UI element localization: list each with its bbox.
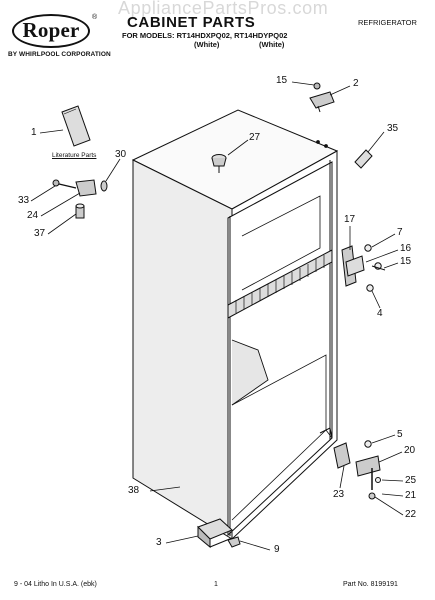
callout-17: 17 — [344, 214, 356, 225]
literature-parts-label: Literature Parts — [52, 152, 97, 159]
hinge-cover-part-35 — [354, 149, 373, 169]
callout-21: 21 — [405, 490, 417, 501]
callout-4: 4 — [377, 308, 383, 319]
callout-9: 9 — [274, 544, 280, 555]
callout-25: 25 — [405, 475, 417, 486]
callout-15-top: 15 — [276, 75, 288, 86]
category-label: REFRIGERATOR — [358, 18, 417, 27]
callout-2: 2 — [353, 78, 359, 89]
footer-part-number: Part No. 8199191 — [343, 581, 398, 588]
bottom-hinge-assembly — [333, 440, 381, 500]
cabinet-left-side — [132, 159, 233, 540]
roper-logo: Roper ® — [6, 14, 106, 48]
callout-35: 35 — [387, 123, 399, 134]
callout-27: 27 — [249, 132, 261, 143]
models-line: FOR MODELS: RT14HDXPQ02, RT14HDYPQ02 — [122, 31, 288, 40]
liner-step — [231, 339, 269, 406]
callout-3: 3 — [156, 537, 162, 548]
logo-oval — [12, 14, 90, 48]
callout-38: 38 — [128, 485, 140, 496]
callout-37: 37 — [34, 228, 46, 239]
watermark: AppliancePartsPros.com — [118, 0, 329, 18]
mullion — [227, 249, 333, 319]
callout-5: 5 — [397, 429, 403, 440]
callout-30: 30 — [115, 149, 127, 160]
page-title: CABINET PARTS — [127, 14, 256, 31]
middle-hinge-assembly — [341, 244, 386, 292]
callout-22: 22 — [405, 509, 417, 520]
callout-7: 7 — [397, 227, 403, 238]
footer-page-number: 1 — [214, 581, 218, 588]
model-color-1: (White) — [194, 40, 220, 49]
grille-assembly — [197, 518, 241, 549]
model-color-2: (White) — [259, 40, 285, 49]
callout-33: 33 — [18, 195, 30, 206]
callout-20: 20 — [404, 445, 416, 456]
callout-16: 16 — [400, 243, 412, 254]
callout-23: 23 — [333, 489, 345, 500]
logo-text: Roper — [22, 18, 80, 42]
knob-part-27 — [211, 154, 227, 173]
literature-parts — [61, 105, 91, 147]
footer-litho: 9 - 04 Litho In U.S.A. (ebk) — [14, 581, 97, 588]
top-hinge-part-2 — [309, 82, 335, 113]
registered-mark: ® — [92, 14, 98, 21]
brand-subtitle: BY WHIRLPOOL CORPORATION — [8, 51, 111, 58]
left-bracket-assembly — [52, 179, 108, 219]
callout-1: 1 — [31, 127, 37, 138]
callout-15-mid: 15 — [400, 256, 412, 267]
callout-24: 24 — [27, 210, 39, 221]
